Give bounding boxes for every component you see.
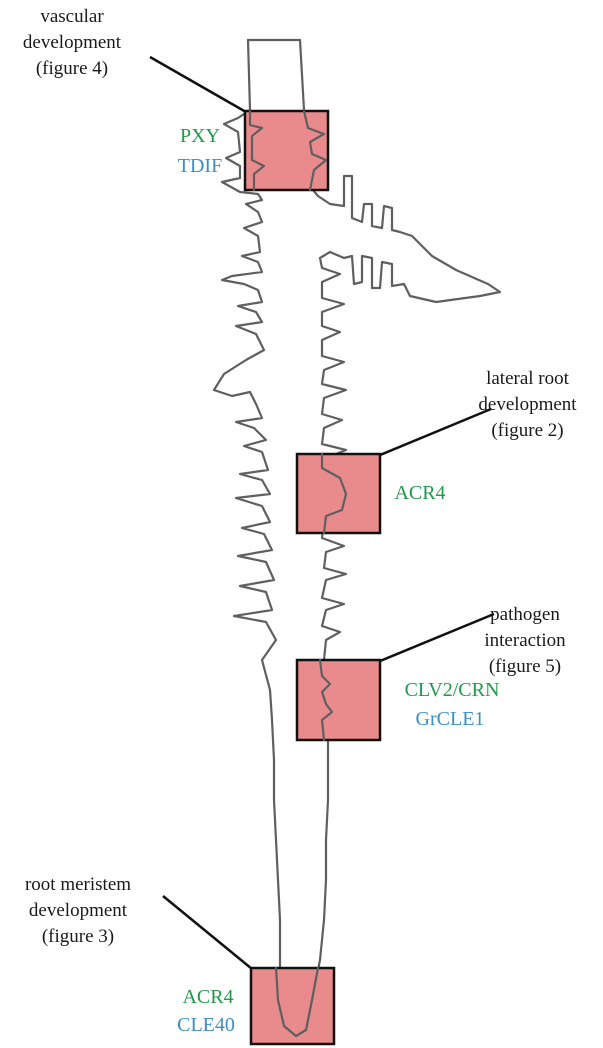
- pathogen-ligand-label: GrCLE1: [392, 706, 508, 732]
- meristem-label-line-2: development: [0, 898, 156, 924]
- vascular-receptor-label: PXY: [168, 123, 232, 149]
- meristem-ligand-label: CLE40: [164, 1012, 248, 1038]
- lateral-root-label-line-1: lateral root: [452, 366, 603, 392]
- pathogen-label-line-1: pathogen: [464, 602, 586, 628]
- pathogen-region-box: [297, 660, 380, 740]
- vascular-leader-line: [150, 57, 246, 112]
- meristem-receptor-label: ACR4: [170, 984, 246, 1010]
- meristem-label-line-3: (figure 3): [0, 924, 156, 950]
- lateral-root-region-box: [297, 454, 380, 533]
- vascular-label-line-2: development: [0, 30, 144, 56]
- lateral-root-label: lateral root development (figure 2): [452, 366, 603, 444]
- vascular-label-line-3: (figure 4): [0, 56, 144, 82]
- lateral-root-receptor-label: ACR4: [388, 480, 452, 506]
- vascular-ligand-label: TDIF: [166, 153, 234, 179]
- lateral-root-label-line-3: (figure 2): [452, 418, 603, 444]
- meristem-label-line-1: root meristem: [0, 872, 156, 898]
- pathogen-receptor-label: CLV2/CRN: [382, 677, 522, 703]
- pathogen-label-line-2: interaction: [464, 628, 586, 654]
- lateral-root-label-line-2: development: [452, 392, 603, 418]
- meristem-leader-line: [163, 896, 252, 969]
- pathogen-label: pathogen interaction (figure 5): [464, 602, 586, 680]
- vascular-label-line-1: vascular: [0, 4, 144, 30]
- vascular-label: vascular development (figure 4): [0, 4, 144, 82]
- meristem-label: root meristem development (figure 3): [0, 872, 156, 950]
- vascular-region-box: [245, 111, 328, 190]
